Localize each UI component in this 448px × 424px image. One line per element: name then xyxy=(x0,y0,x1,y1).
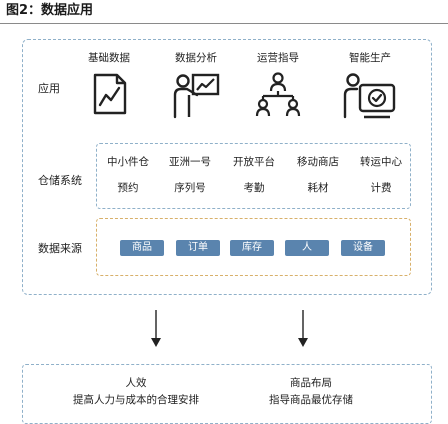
outcome-left-title: 人效 xyxy=(125,377,147,389)
app-operations-guidance: 运营指导 xyxy=(238,50,318,117)
warehouse-item: 耗材 xyxy=(307,182,329,194)
document-chart-icon xyxy=(93,73,127,115)
warehouse-item: 序列号 xyxy=(174,182,206,194)
down-arrow-icon xyxy=(298,310,308,347)
warehouse-item: 预约 xyxy=(117,182,139,194)
app-basic-data: 基础数据 xyxy=(69,50,149,117)
warehouse-item: 转运中心 xyxy=(360,156,402,168)
warehouse-item: 中小件仓 xyxy=(107,156,149,168)
source-tag: 设备 xyxy=(341,240,385,256)
app-data-analysis-label: 数据分析 xyxy=(175,52,217,64)
row-label-warehouse: 仓储系统 xyxy=(38,174,82,187)
app-basic-data-label: 基础数据 xyxy=(88,52,130,64)
warehouse-item: 移动商店 xyxy=(297,156,339,168)
warehouse-item: 考勤 xyxy=(243,182,265,194)
worker-computer-check-icon xyxy=(343,73,396,119)
app-operations-guidance-label: 运营指导 xyxy=(257,52,299,64)
row-label-source: 数据来源 xyxy=(38,242,82,255)
warehouse-item: 计费 xyxy=(370,182,392,194)
row-label-application: 应用 xyxy=(38,82,60,95)
warehouse-item: 亚洲一号 xyxy=(169,156,211,168)
warehouse-system-box xyxy=(96,143,411,209)
source-tag: 商品 xyxy=(120,240,164,256)
source-tag: 人 xyxy=(285,240,329,256)
warehouse-item: 开放平台 xyxy=(233,156,275,168)
data-source-box xyxy=(96,218,411,276)
presenter-chart-icon xyxy=(173,73,220,119)
data-application-frame xyxy=(22,39,432,295)
team-hierarchy-icon xyxy=(255,72,301,117)
app-smart-production-label: 智能生产 xyxy=(349,52,391,64)
app-smart-production: 智能生产 xyxy=(330,50,410,121)
source-tag: 订单 xyxy=(176,240,220,256)
app-data-analysis: 数据分析 xyxy=(156,50,236,119)
source-tag: 库存 xyxy=(230,240,274,256)
outcome-right-title: 商品布局 xyxy=(290,377,332,389)
figure-title: 图2：数据应用 xyxy=(0,0,448,24)
down-arrow-icon xyxy=(151,310,161,347)
